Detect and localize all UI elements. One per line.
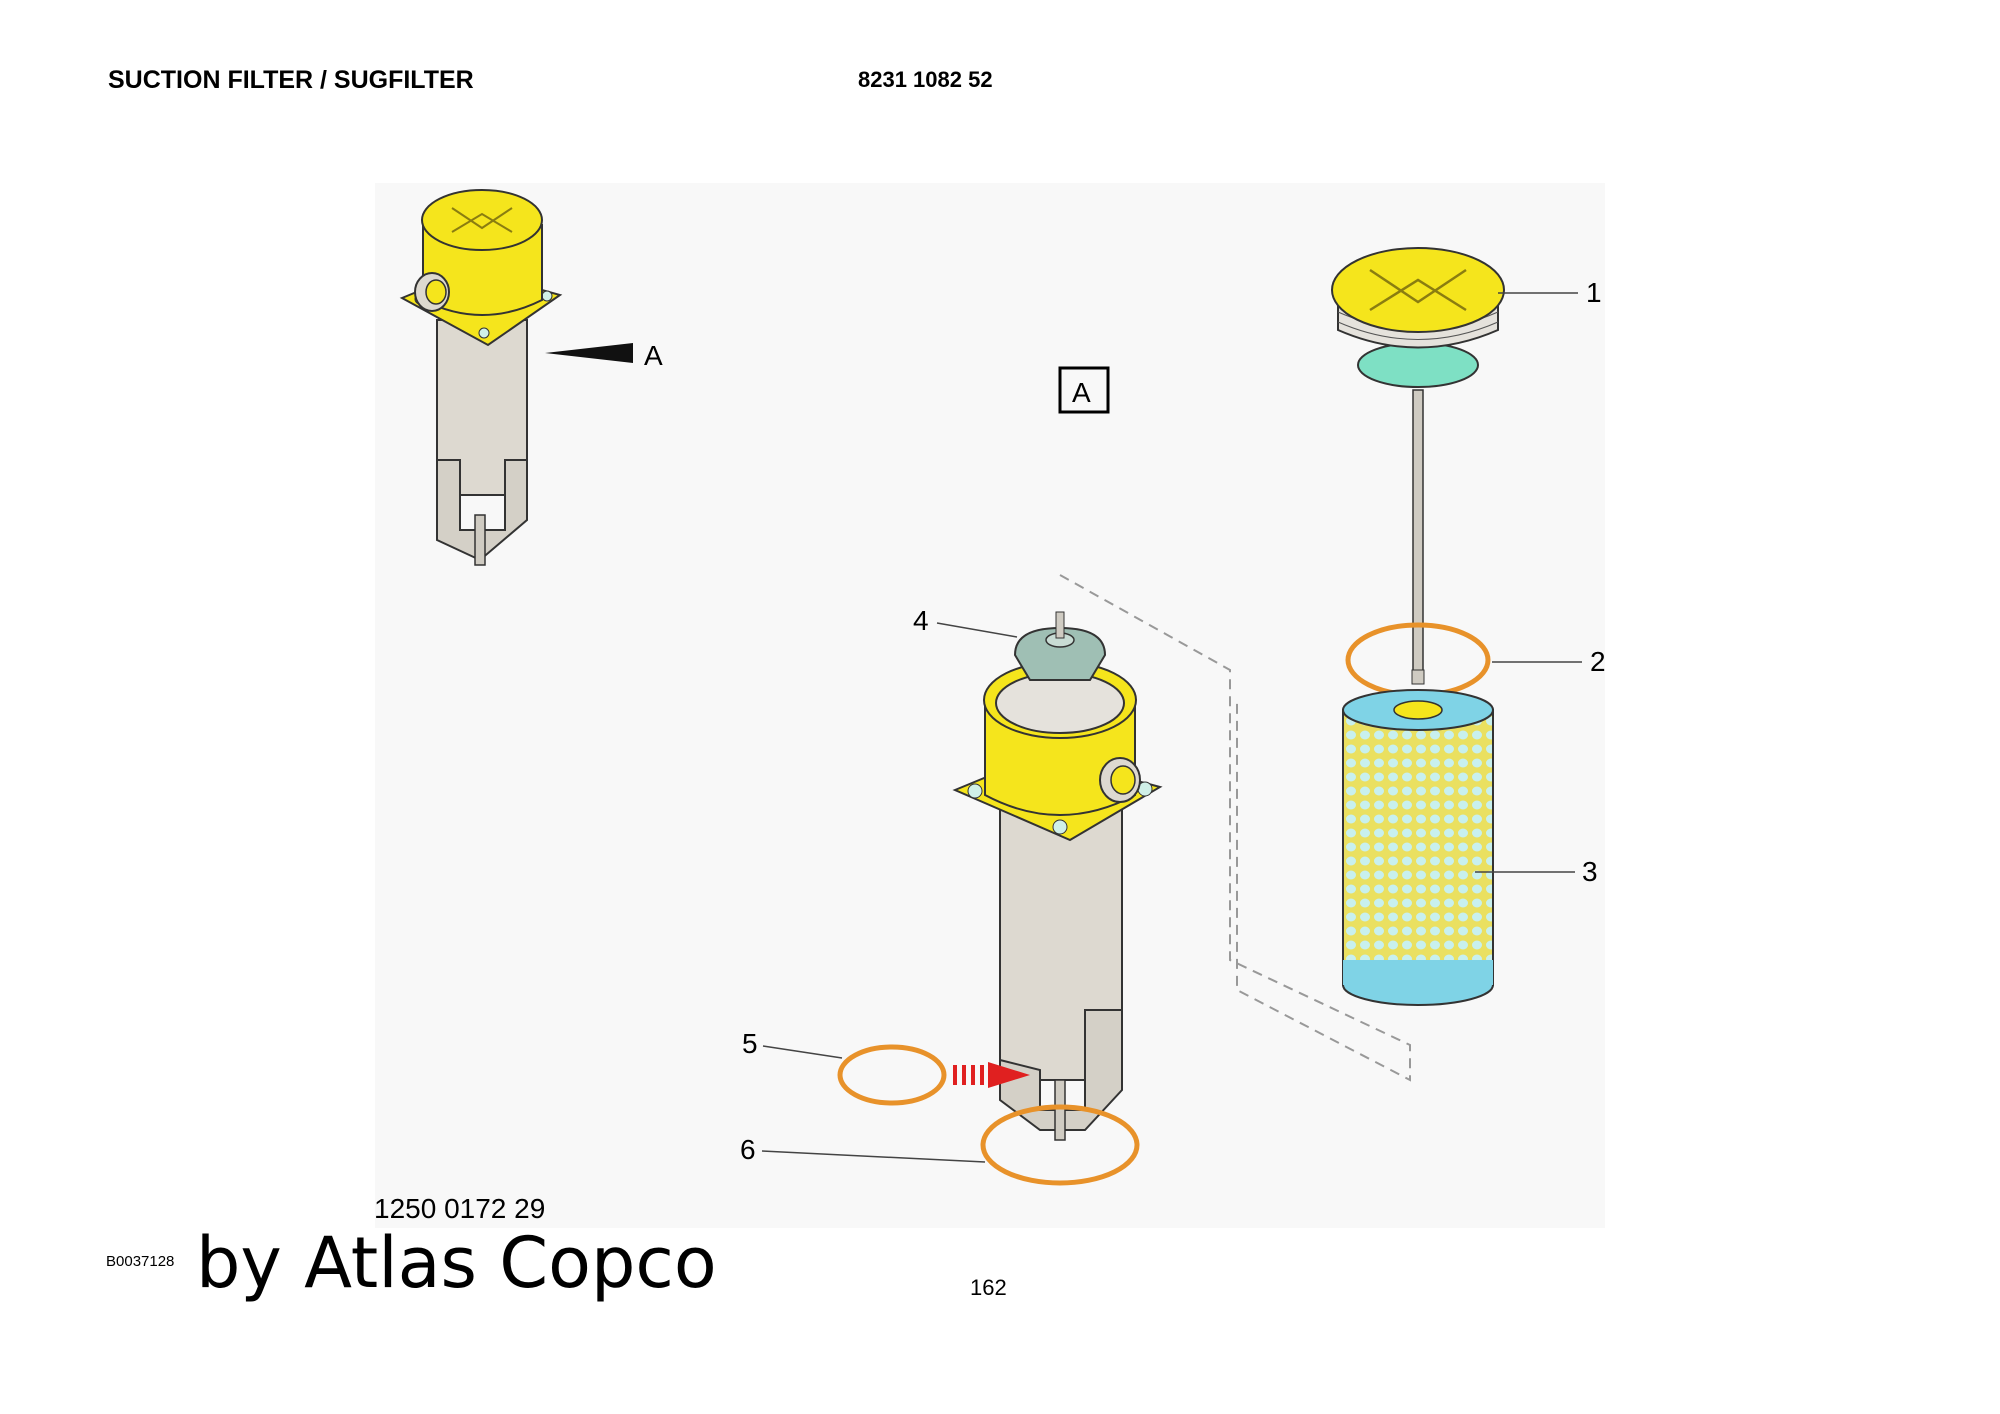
page-number: 162 bbox=[970, 1275, 1007, 1300]
callout-5: 5 bbox=[742, 1028, 758, 1059]
leader-line-6 bbox=[761, 1150, 986, 1163]
callout-2: 2 bbox=[1590, 646, 1606, 677]
part-number: 8231 1082 52 bbox=[858, 67, 993, 92]
cap-part-1 bbox=[1331, 247, 1505, 685]
callout-1: 1 bbox=[1586, 277, 1602, 308]
view-box bbox=[1058, 366, 1110, 414]
callout-3: 3 bbox=[1582, 856, 1598, 887]
arrow-label: A bbox=[644, 340, 663, 371]
valve-part-4 bbox=[1013, 611, 1107, 681]
document-title: SUCTION FILTER / SUGFILTER bbox=[108, 66, 474, 94]
assembled-filter-overview bbox=[399, 189, 563, 566]
filter-housing bbox=[952, 661, 1163, 1141]
leader-line-4 bbox=[936, 622, 1018, 638]
brand-watermark: by Atlas Copco bbox=[196, 1222, 717, 1304]
sub-part-number: 1250 0172 29 bbox=[374, 1193, 546, 1224]
callout-4: 4 bbox=[913, 605, 929, 636]
reference-code: B0037128 bbox=[106, 1253, 175, 1270]
view-pointer-arrow bbox=[545, 343, 633, 363]
filter-element-part-3 bbox=[1342, 689, 1494, 1006]
oring-part-5 bbox=[837, 1044, 947, 1106]
callout-6: 6 bbox=[740, 1134, 756, 1165]
leader-line-5 bbox=[762, 1045, 843, 1059]
reference-plane bbox=[1059, 574, 1411, 1082]
view-label: A bbox=[1072, 377, 1091, 408]
oring-part-6 bbox=[980, 1104, 1140, 1186]
oring-position-arrow bbox=[953, 1062, 1030, 1088]
